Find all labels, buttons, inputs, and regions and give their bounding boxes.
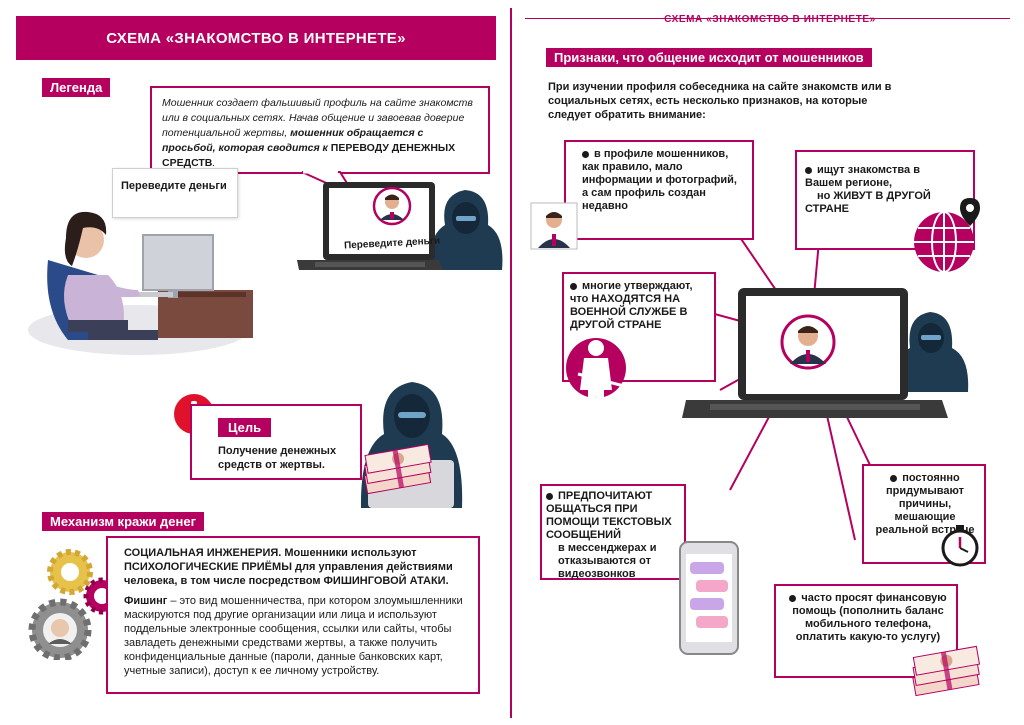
bullet-icon [546,492,553,500]
woman-at-computer-icon [28,211,253,355]
stopwatch-icon [941,525,979,567]
mechanism-box: СОЦИАЛЬНАЯ ИНЖЕНЕРИЯ. Мошенники использу… [106,536,480,694]
legend-text: Мошенник создает фальшивый профиль на са… [162,96,478,171]
sign-text-text: ПРЕДПОЧИТАЮТ ОБЩАТЬСЯ ПРИ ПОМОЩИ ТЕКСТОВ… [546,490,672,580]
sign-profile-text: в профиле мошенников, как правило, мало … [582,148,737,212]
page-divider [510,8,512,718]
sign-money-text: часто просят финансовую помощь (пополнит… [784,592,952,644]
bullet-icon [805,166,812,174]
bullet-icon [582,150,589,158]
mechanism-tag: Механизм кражи денег [42,512,205,531]
center-profile-photo-icon [780,314,836,370]
mechanism-social-engineering-text: СОЦИАЛЬНАЯ ИНЖЕНЕРИЯ. Мошенники использу… [124,547,453,587]
left-banner-title: СХЕМА «ЗНАКОМСТВО В ИНТЕРНЕТЕ» [16,16,496,60]
legend-text-part1: Мошенник создает фальшивый профиль на са… [162,97,473,139]
legend-text-part2: мошенник обращается с просьбой, которая … [162,127,424,154]
woman-speech-text: Переведите деньги [121,180,227,192]
phone-icon [679,541,739,655]
profile-photo-icon [372,186,412,226]
globe-pin-icon [914,198,980,273]
legend-text-part4: . [212,157,216,169]
profile-card-icon [530,202,578,250]
bullet-icon [570,282,577,290]
money-stack-right-icon [912,645,981,697]
right-top-line [525,18,1010,19]
mechanism-phishing-text: Фишинг – это вид мошенничества, при кото… [124,594,468,678]
sign-military-text: многие утверждают, что НАХОДЯТСЯ НА ВОЕН… [570,280,693,331]
sign-profile-box: в профиле мошенников, как правило, мало … [564,140,754,240]
legend-box: Мошенник создает фальшивый профиль на са… [150,86,490,174]
legend-text-part3: ПЕРЕВОДУ ДЕНЕЖНЫХ СРЕДСТВ [162,142,456,169]
signs-tag: Признаки, что общение исходит от мошенни… [546,48,872,67]
hacker-icon [429,190,503,270]
bullet-icon [789,594,797,602]
right-page-header: СХЕМА «ЗНАКОМСТВО В ИНТЕРНЕТЕ» [664,14,876,25]
goal-tag: Цель [218,418,272,437]
woman-speech-bubble: Переведите деньги [112,168,238,218]
sign-region-text: ищут знакомства в Вашем регионе,но ЖИВУТ… [805,164,931,215]
hacker-right-icon [893,312,969,392]
laptop-icon [297,182,443,270]
phishing-term: Фишинг [124,595,168,607]
signs-intro: При изучении профиля собеседника на сайт… [548,81,892,121]
goal-text: Получение денежных средств от жертвы. [218,445,337,471]
legend-tag: Легенда [42,78,111,97]
bullet-icon [890,474,898,482]
phishing-definition: – это вид мошенничества, при котором зло… [124,595,463,677]
sign-text-box: ПРЕДПОЧИТАЮТ ОБЩАТЬСЯ ПРИ ПОМОЩИ ТЕКСТОВ… [540,484,686,580]
soldier-icon [566,338,626,424]
goal-box: Цель Получение денежных средств от жертв… [190,404,362,480]
money-stack-icon [363,443,432,495]
